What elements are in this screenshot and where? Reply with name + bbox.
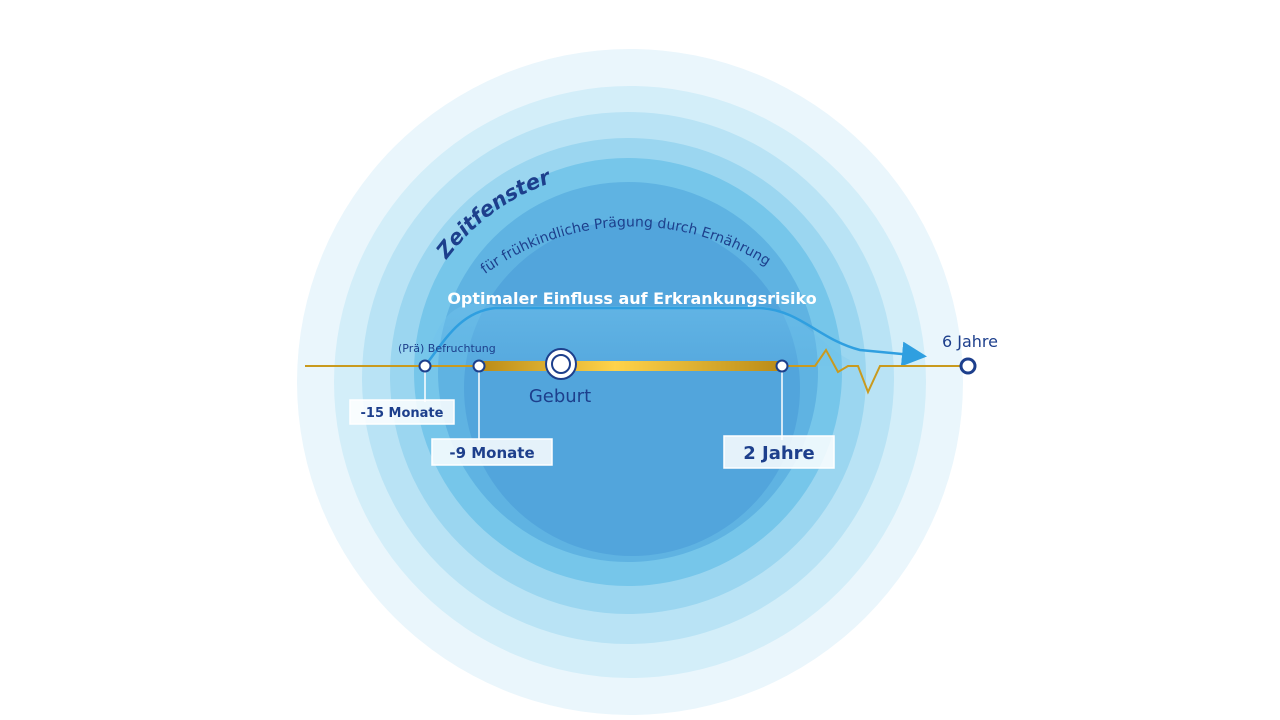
box-minus15-label: -15 Monate xyxy=(361,406,444,421)
box-minus9-label: -9 Monate xyxy=(449,444,534,462)
timeline xyxy=(305,348,968,395)
core-circle xyxy=(464,220,800,556)
box-minus9: -9 Monate xyxy=(431,438,553,466)
dot-2years xyxy=(775,359,789,373)
birth-label: Geburt xyxy=(529,386,591,407)
influence-curve xyxy=(424,306,927,367)
dot-minus9 xyxy=(472,359,486,373)
background-rings xyxy=(297,49,963,715)
influence-curve-fill xyxy=(425,303,850,366)
dot-minus15 xyxy=(418,359,432,373)
optimal-influence-label: Optimaler Einfluss auf Erkrankungsrisiko xyxy=(447,289,816,308)
preconception-label: (Prä) Befruchtung xyxy=(398,342,496,355)
box-2years: 2 Jahre xyxy=(723,435,835,469)
end-label-6years: 6 Jahre xyxy=(942,332,998,351)
birth-marker xyxy=(545,348,577,380)
dot-6years xyxy=(959,357,977,375)
timeline-right-zigzag xyxy=(783,348,968,395)
box-minus15: -15 Monate xyxy=(349,399,455,425)
box-2years-label: 2 Jahre xyxy=(743,443,815,464)
timeline-highlight-bar xyxy=(478,361,783,371)
